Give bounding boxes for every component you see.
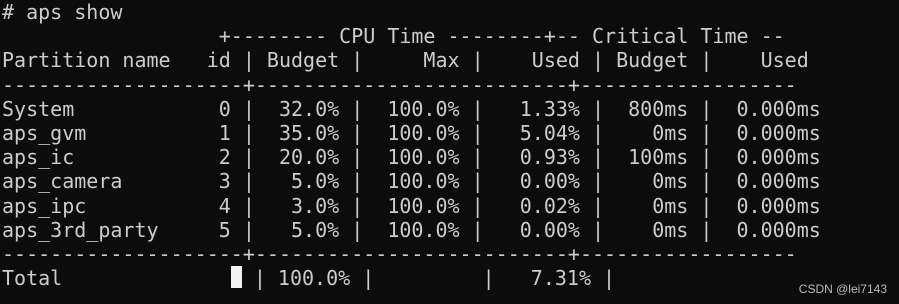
total-label: Total xyxy=(2,266,63,291)
separator-line: --------------------+-------------------… xyxy=(2,72,797,97)
row-aps-ic: aps_ic 2 | 20.0% | 100.0% | 0.93% | 100m… xyxy=(2,145,821,170)
header-columns-line: Partition name id | Budget | Max | Used … xyxy=(2,48,809,73)
text-cursor xyxy=(230,266,242,289)
row-aps-gvm: aps_gvm 1 | 35.0% | 100.0% | 5.04% | 0ms… xyxy=(2,120,821,145)
row-system: System 0 | 32.0% | 100.0% | 1.33% | 800m… xyxy=(2,96,821,121)
row-aps-ipc: aps_ipc 4 | 3.0% | 100.0% | 0.02% | 0ms … xyxy=(2,193,821,218)
total-line: Total | 100.0% | | 7.31% | xyxy=(2,266,899,290)
total-values: | 100.0% | | 7.31% | xyxy=(241,266,616,291)
watermark: CSDN @lei7143 xyxy=(798,282,887,296)
separator-line-bottom: --------------------+-------------------… xyxy=(2,241,797,266)
terminal-output: # aps show +-------- CPU Time --------+-… xyxy=(2,0,899,290)
row-aps-camera: aps_camera 3 | 5.0% | 100.0% | 0.00% | 0… xyxy=(2,169,821,194)
row-aps-3rd-party: aps_3rd_party 5 | 5.0% | 100.0% | 0.00% … xyxy=(2,217,821,242)
command-line: # aps show xyxy=(2,0,123,24)
header-group-line: +-------- CPU Time --------+-- Critical … xyxy=(2,24,785,49)
